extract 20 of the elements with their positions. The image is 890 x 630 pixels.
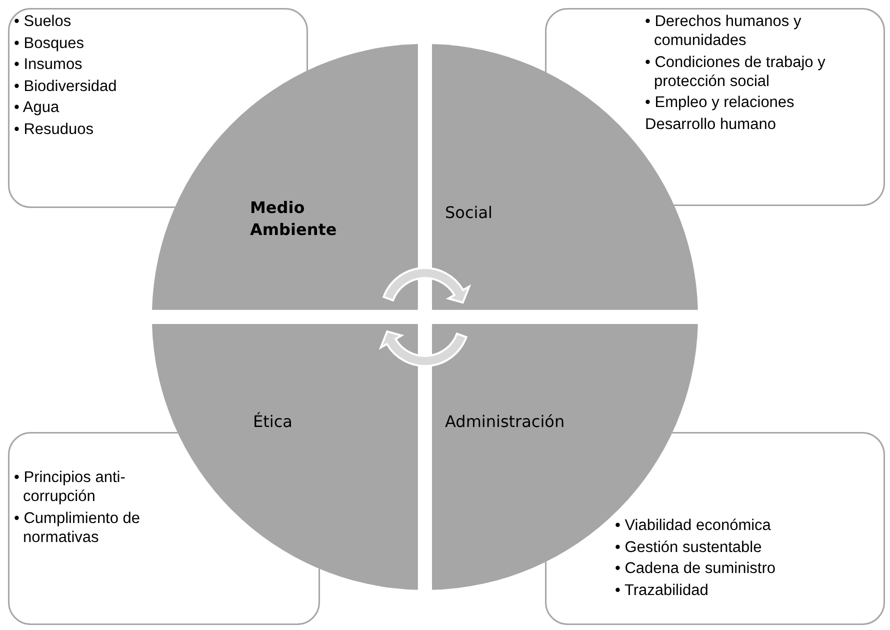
bullet-item: • Biodiversidad bbox=[14, 76, 118, 96]
bullet-item: • Trazabilidad bbox=[615, 580, 710, 600]
quadrant-label: Medio Ambiente bbox=[250, 196, 338, 241]
bullet-item: • Derechos humanos y comunidades bbox=[645, 12, 802, 50]
bullet-item: • Condiciones de trabajo y protección social bbox=[645, 52, 826, 90]
bullet-item: Desarrollo humano bbox=[645, 114, 777, 134]
bullet-item: • Bosques bbox=[14, 34, 86, 52]
bullet-item: • Insumos bbox=[14, 55, 84, 74]
quadrant-label: Administración bbox=[445, 411, 566, 433]
bullet-item: • Cumplimiento de normativas bbox=[14, 508, 142, 546]
bullet-item: • Empleo y relaciones bbox=[645, 93, 796, 112]
bullet-item: • Principios anti-corrupción bbox=[14, 468, 126, 506]
bullet-item: • Viabilidad económica bbox=[615, 516, 772, 535]
bullet-item: • Gestión sustentable bbox=[615, 538, 763, 556]
bullet-item: • Suelos bbox=[14, 12, 72, 31]
bullet-item: • Agua bbox=[14, 98, 60, 117]
quadrant-label: Social bbox=[445, 202, 494, 224]
bullet-item: • Resuduos bbox=[14, 120, 95, 138]
bullet-item: • Cadena de suministro bbox=[615, 559, 777, 578]
quadrant-label: Ética bbox=[252, 411, 294, 433]
